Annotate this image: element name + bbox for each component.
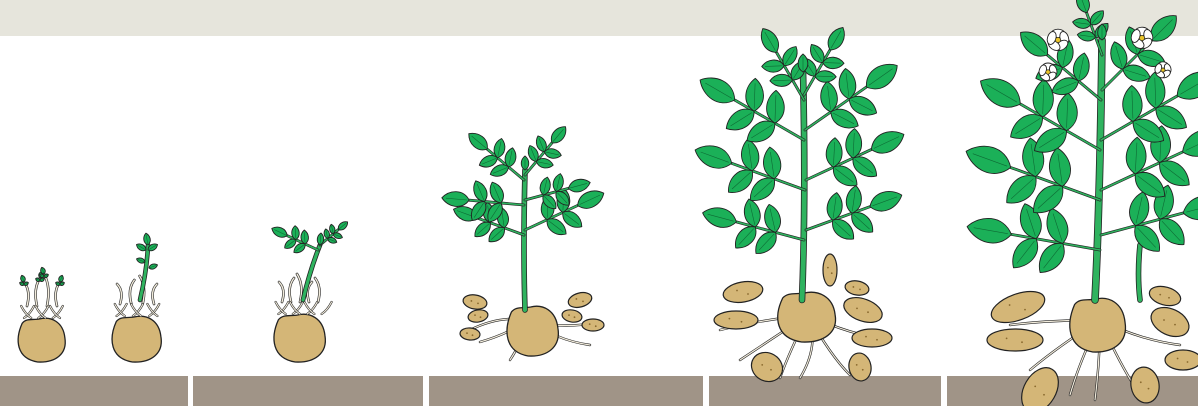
tuber — [722, 279, 765, 306]
tuber-eye — [747, 293, 749, 295]
sprout — [36, 278, 40, 306]
tuber-eye — [831, 272, 833, 274]
tuber-eye — [474, 314, 476, 316]
stage-1-plants — [18, 233, 161, 362]
tuber-eye — [865, 336, 867, 338]
leaf — [966, 146, 1011, 173]
flower-center — [1161, 68, 1165, 72]
leaf — [700, 78, 735, 103]
tuber — [460, 327, 481, 341]
tuber — [844, 279, 870, 297]
tuber-eye — [1021, 341, 1023, 343]
flower-center — [1046, 70, 1050, 74]
tuber — [840, 293, 885, 327]
tuber-eye — [589, 323, 591, 325]
stage-3-plant — [442, 127, 604, 360]
seed-tuber — [507, 306, 558, 356]
leaf — [1183, 129, 1198, 156]
leaf — [866, 64, 897, 88]
tuber-eye — [856, 307, 858, 309]
seed-tuber — [18, 318, 65, 362]
tuber — [561, 308, 583, 323]
tuber-eye — [1174, 324, 1176, 326]
tuber-eye — [1159, 294, 1161, 296]
leaf — [871, 132, 904, 153]
leaf — [1183, 196, 1198, 220]
stem — [802, 70, 804, 300]
tuber — [567, 290, 594, 310]
tuber-eye — [1006, 337, 1008, 339]
tuber-eye — [1168, 297, 1170, 299]
tuber-eye — [477, 303, 479, 305]
stage-2-plant — [272, 222, 348, 362]
tuber-eye — [1187, 361, 1189, 363]
tuber-eye — [582, 301, 584, 303]
tuber — [1147, 283, 1183, 309]
leaf — [1156, 106, 1187, 129]
stage-5-plant — [966, 0, 1198, 406]
tuber-eye — [568, 314, 570, 316]
seed-tuber — [1070, 298, 1126, 352]
tuber — [462, 293, 488, 311]
tuber — [852, 329, 892, 347]
tuber-eye — [574, 316, 576, 318]
tuber — [823, 254, 837, 286]
tuber — [1165, 350, 1198, 370]
leaf — [1035, 128, 1067, 152]
tuber-eye — [1163, 319, 1165, 321]
tuber — [987, 329, 1043, 351]
leaf — [747, 121, 775, 142]
sprout — [315, 278, 319, 302]
tuber-eye — [729, 318, 731, 320]
seed-tuber — [778, 292, 836, 342]
flower-center — [1055, 37, 1060, 42]
tuber-eye — [741, 321, 743, 323]
sprout — [290, 278, 294, 302]
stem — [303, 245, 320, 300]
tuber-eye — [1043, 394, 1045, 396]
tuber-eye — [862, 369, 864, 371]
tuber-eye — [576, 298, 578, 300]
leaf — [1011, 115, 1043, 139]
tuber — [1146, 302, 1193, 342]
tuber-eye — [1009, 304, 1011, 306]
tuber-eye — [867, 311, 869, 313]
seed-tuber — [274, 314, 325, 362]
tuber-eye — [471, 300, 473, 302]
tuber-eye — [1148, 388, 1150, 390]
flower-center — [1139, 35, 1144, 40]
tuber-eye — [853, 286, 855, 288]
stage-4-plant — [695, 28, 904, 388]
sprout — [297, 274, 301, 302]
tuber-eye — [1140, 381, 1142, 383]
tuber-eye — [1034, 386, 1036, 388]
tuber — [582, 319, 604, 331]
leaf — [726, 109, 754, 130]
seed-tuber — [112, 316, 161, 362]
stem — [1139, 245, 1141, 300]
tuber-eye — [770, 369, 772, 371]
tuber-eye — [856, 364, 858, 366]
tuber-eye — [595, 325, 597, 327]
tuber-eye — [876, 339, 878, 341]
tuber-eye — [1177, 358, 1179, 360]
tuber — [1128, 365, 1162, 405]
tuber-eye — [472, 334, 474, 336]
tuber-eye — [736, 290, 738, 292]
tuber-eye — [761, 364, 763, 366]
leaf — [695, 146, 732, 168]
tuber-eye — [859, 289, 861, 291]
tuber-eye — [827, 267, 829, 269]
sprout — [130, 280, 134, 304]
tuber-eye — [480, 316, 482, 318]
tuber — [467, 308, 489, 323]
tuber — [1014, 361, 1066, 406]
leaf — [981, 79, 1021, 108]
tuber — [847, 351, 874, 382]
stem — [524, 170, 525, 310]
tuber-eye — [1024, 309, 1026, 311]
tuber-eye — [466, 332, 468, 334]
tuber — [714, 311, 758, 329]
